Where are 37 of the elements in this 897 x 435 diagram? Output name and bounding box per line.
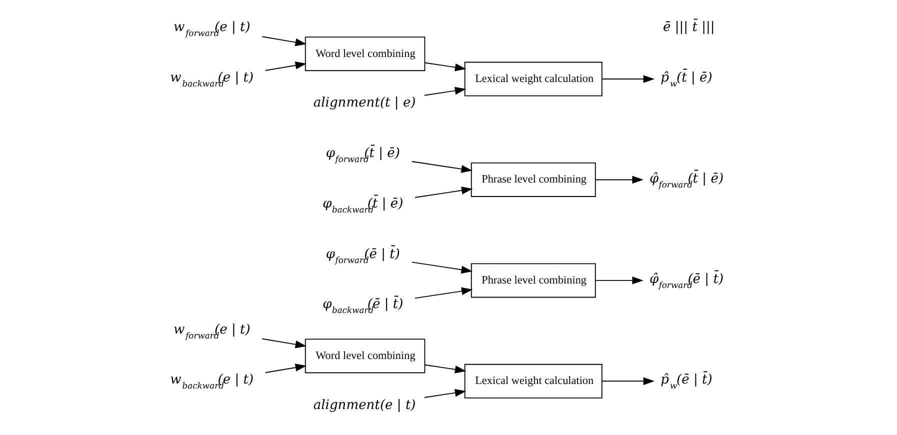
node-text: alignment(t | e) <box>312 96 416 111</box>
node-box: Lexical weight calculation <box>464 62 602 96</box>
arrow <box>261 36 306 46</box>
node-box: Lexical weight calculation <box>464 364 602 398</box>
arrow <box>264 62 306 71</box>
arrow <box>594 276 643 284</box>
arrow <box>601 377 654 386</box>
arrow <box>414 287 472 299</box>
node-text: w$_{backward}$(e | t) <box>170 70 254 89</box>
node-box: Word level combining <box>304 36 425 72</box>
arrow <box>594 176 643 184</box>
arrow <box>601 75 654 83</box>
arrow <box>410 161 472 173</box>
arrow <box>424 86 466 96</box>
arrow <box>424 62 466 72</box>
node-text: w$_{backward}$(e | t) <box>170 372 254 391</box>
label: ē ||| t̄ ||| <box>662 20 714 36</box>
node-text: w$_{forward}$(e | t) <box>172 20 250 38</box>
node-text: φ̂$_{forward}$(t̄ | ē) <box>648 171 724 190</box>
node-text: p̂$_{w}$(t̄ | ē) <box>660 70 712 89</box>
arrow <box>424 364 466 374</box>
node-text: w$_{forward}$(e | t) <box>172 322 250 340</box>
node-box: Phrase level combining <box>470 263 596 298</box>
arrow <box>414 186 472 198</box>
arrow <box>410 262 472 274</box>
arrow <box>424 388 466 398</box>
node-text: alignment(e | t) <box>312 398 416 413</box>
node-box: Phrase level combining <box>470 162 596 197</box>
node-text: φ$_{backward}$(t̄ | ē) <box>322 196 403 214</box>
node-text: φ$_{backward}$(ē | t̄) <box>322 297 403 316</box>
node-text: φ$_{forward}$(t̄ | ē) <box>325 146 400 164</box>
node-text: p̂$_{w}$(ē | t̄) <box>660 372 712 391</box>
node-box: Word level combining <box>304 338 425 374</box>
arrow <box>261 338 306 348</box>
node-text: φ$_{forward}$(ē | t̄) <box>325 246 400 265</box>
node-text: φ̂$_{forward}$(ē | t̄) <box>648 272 724 290</box>
arrow <box>264 364 306 374</box>
